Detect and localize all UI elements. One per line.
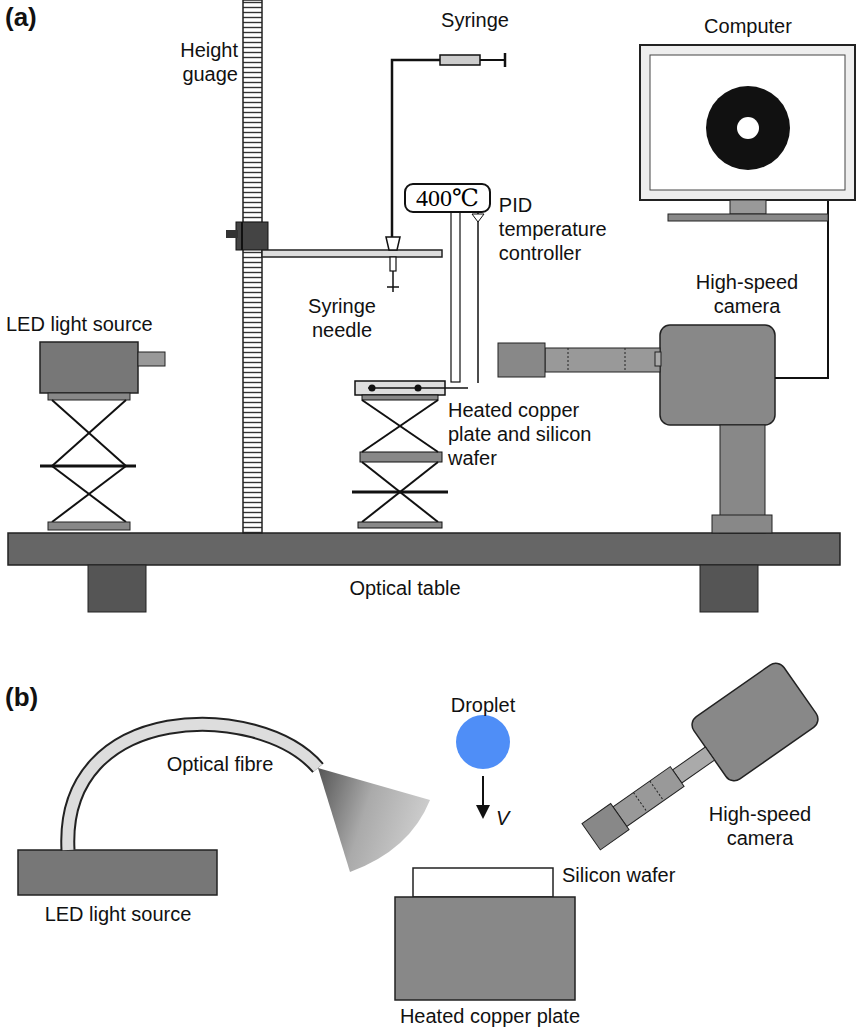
part-label: LED light source [18,902,218,926]
part-label: (b) [5,682,65,712]
part-label: Silicon wafer [562,863,712,887]
part-label: V [496,806,526,830]
part-label: Optical fibre [140,752,300,776]
part-label: High-speed camera [672,270,822,318]
part-label: Syringe needle [292,294,392,342]
display-value: 400℃ [404,183,491,213]
part-label: Syringe [420,8,530,32]
part-label: (a) [5,2,65,32]
temperature-display: 400℃PID temperature controller [404,183,491,213]
part-label: Heated copper plate [370,1004,610,1028]
device-label: PID temperature controller [499,193,624,265]
part-label: Droplet [433,693,533,717]
part-label: Height guage [150,38,238,86]
part-label: LED light source [6,312,226,336]
part-label: Optical table [320,576,490,600]
part-label: Heated copper plate and silicon wafer [448,398,593,470]
part-label: High-speed camera [685,802,835,850]
part-label: Computer [668,14,828,38]
